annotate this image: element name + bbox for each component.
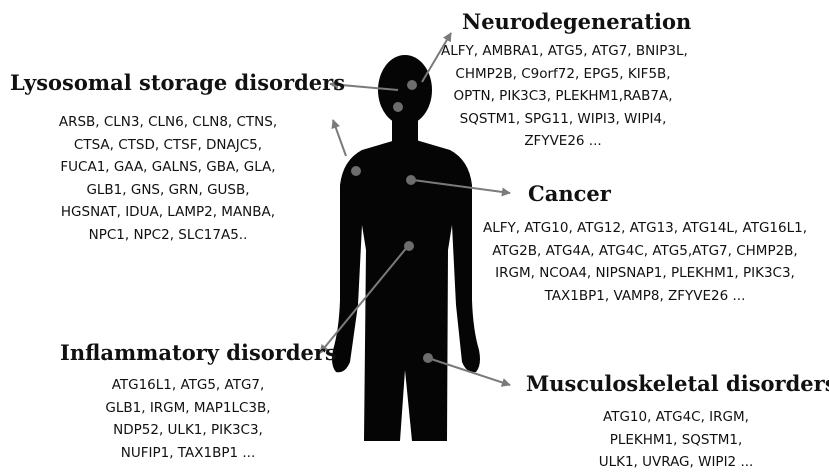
gene-line: FUCA1, GAA, GALNS, GBA, GLA, — [36, 156, 300, 179]
neurodegeneration-gene-list: ALFY, AMBRA1, ATG5, ATG7, BNIP3L, CHMP2B… — [441, 40, 685, 153]
gene-line: GLB1, IRGM, MAP1LC3B, — [88, 397, 288, 420]
gene-line: CHMP2B, C9orf72, EPG5, KIF5B, — [441, 63, 685, 86]
gene-line: ZFYVE26 ... — [441, 130, 685, 153]
gene-line: NUFIP1, TAX1BP1 ... — [88, 442, 288, 465]
dot-chest — [406, 175, 416, 185]
dot-leg — [423, 353, 433, 363]
gene-line: ATG10, ATG4C, IRGM, — [566, 406, 786, 429]
gene-line: HGSNAT, IDUA, LAMP2, MANBA, — [36, 201, 300, 224]
gene-line: ARSB, CLN3, CLN6, CLN8, CTNS, — [36, 111, 300, 134]
cancer-gene-list: ALFY, ATG10, ATG12, ATG13, ATG14L, ATG16… — [467, 217, 823, 307]
gene-line: TAX1BP1, VAMP8, ZFYVE26 ... — [467, 285, 823, 308]
lysosomal-storage-gene-list: ARSB, CLN3, CLN6, CLN8, CTNS, CTSA, CTSD… — [36, 111, 300, 246]
gene-line: ATG16L1, ATG5, ATG7, — [88, 374, 288, 397]
gene-line: PLEKHM1, SQSTM1, — [566, 429, 786, 452]
gene-line: ALFY, ATG10, ATG12, ATG13, ATG14L, ATG16… — [467, 217, 823, 240]
dot-shoulder — [351, 166, 361, 176]
gene-line: IRGM, NCOA4, NIPSNAP1, PLEKHM1, PIK3C3, — [467, 262, 823, 285]
dot-head-lower — [393, 102, 403, 112]
gene-line: ATG2B, ATG4A, ATG4C, ATG5,ATG7, CHMP2B, — [467, 240, 823, 263]
gene-line: NDP52, ULK1, PIK3C3, — [88, 419, 288, 442]
gene-line: ULK1, UVRAG, WIPI2 ... — [566, 451, 786, 474]
neurodegeneration-title: Neurodegeneration — [462, 9, 691, 34]
cancer-title: Cancer — [528, 181, 611, 206]
gene-line: SQSTM1, SPG11, WIPI3, WIPI4, — [441, 108, 685, 131]
gene-line: NPC1, NPC2, SLC17A5.. — [36, 224, 300, 247]
gene-line: CTSA, CTSD, CTSF, DNAJC5, — [36, 134, 300, 157]
gene-line: GLB1, GNS, GRN, GUSB, — [36, 179, 300, 202]
autophagy-disease-diagram: Neurodegeneration ALFY, AMBRA1, ATG5, AT… — [0, 0, 829, 441]
musculoskeletal-gene-list: ATG10, ATG4C, IRGM, PLEKHM1, SQSTM1, ULK… — [566, 367, 786, 474]
inflammatory-gene-list: ATG16L1, ATG5, ATG7, GLB1, IRGM, MAP1LC3… — [88, 374, 288, 464]
inflammatory-disorders-title: Inflammatory disorders — [60, 340, 337, 365]
gene-line: OPTN, PIK3C3, PLEKHM1,RAB7A, — [441, 85, 685, 108]
dot-brain — [407, 80, 417, 90]
gene-line: ALFY, AMBRA1, ATG5, ATG7, BNIP3L, — [441, 40, 685, 63]
arrow-lysosomal-lower — [333, 120, 346, 156]
lysosomal-storage-title: Lysosomal storage disorders — [10, 70, 345, 95]
dot-abdomen — [404, 241, 414, 251]
